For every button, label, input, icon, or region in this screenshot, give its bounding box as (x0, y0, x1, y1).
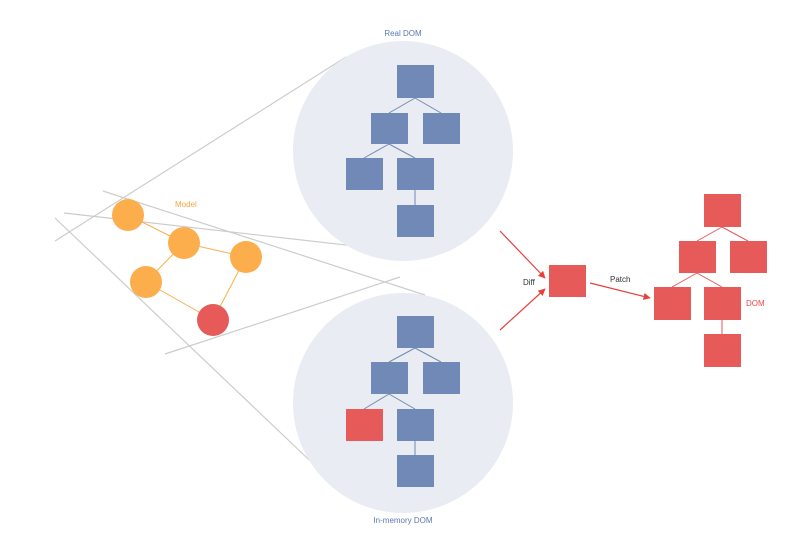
in-memory-dom-tree-edges (363, 347, 442, 455)
result-dom-node (704, 287, 741, 320)
model-label: Model (175, 200, 197, 209)
real-dom-node (371, 113, 408, 144)
in-memory-dom-circle (293, 293, 513, 513)
real-dom-node (397, 158, 434, 190)
result-dom-node (679, 241, 716, 273)
diff-arrow-from-memory (499, 288, 546, 331)
real-dom-node (423, 113, 460, 144)
in-memory-dom-node (371, 362, 408, 394)
patch-arrow (589, 282, 651, 300)
result-dom-node (704, 334, 741, 367)
result-dom-group: DOM (654, 194, 767, 367)
result-dom-tree-edges (671, 226, 749, 334)
result-dom-node (704, 194, 741, 227)
in-memory-dom-changed-node (346, 409, 383, 441)
diff-node (549, 265, 586, 297)
in-memory-dom-node (397, 455, 434, 487)
real-dom-node (346, 158, 383, 190)
model-node (112, 199, 144, 231)
diff-arrow-from-real (499, 230, 546, 279)
result-dom-node (654, 287, 691, 320)
diff-group: Diff (499, 230, 586, 331)
result-dom-label: DOM (746, 299, 765, 308)
real-dom-node (397, 65, 434, 98)
model-changed-node (197, 304, 229, 336)
diff-label: Diff (523, 278, 536, 287)
in-memory-dom-label: In-memory DOM (373, 516, 432, 525)
in-memory-dom-group: In-memory DOM (293, 293, 513, 525)
in-memory-dom-node (423, 362, 460, 394)
model-node (230, 241, 262, 273)
real-dom-group: Real DOM (293, 29, 513, 261)
patch-label: Patch (610, 275, 630, 284)
model-group: Model (112, 199, 262, 336)
real-dom-label: Real DOM (384, 29, 422, 38)
result-dom-node (730, 241, 767, 273)
real-dom-node (397, 205, 434, 237)
real-dom-tree-edges (363, 97, 442, 205)
in-memory-dom-node (397, 316, 434, 348)
model-node (130, 266, 162, 298)
patch-group: Patch (589, 275, 651, 300)
in-memory-dom-node (397, 409, 434, 441)
model-node (168, 227, 200, 259)
